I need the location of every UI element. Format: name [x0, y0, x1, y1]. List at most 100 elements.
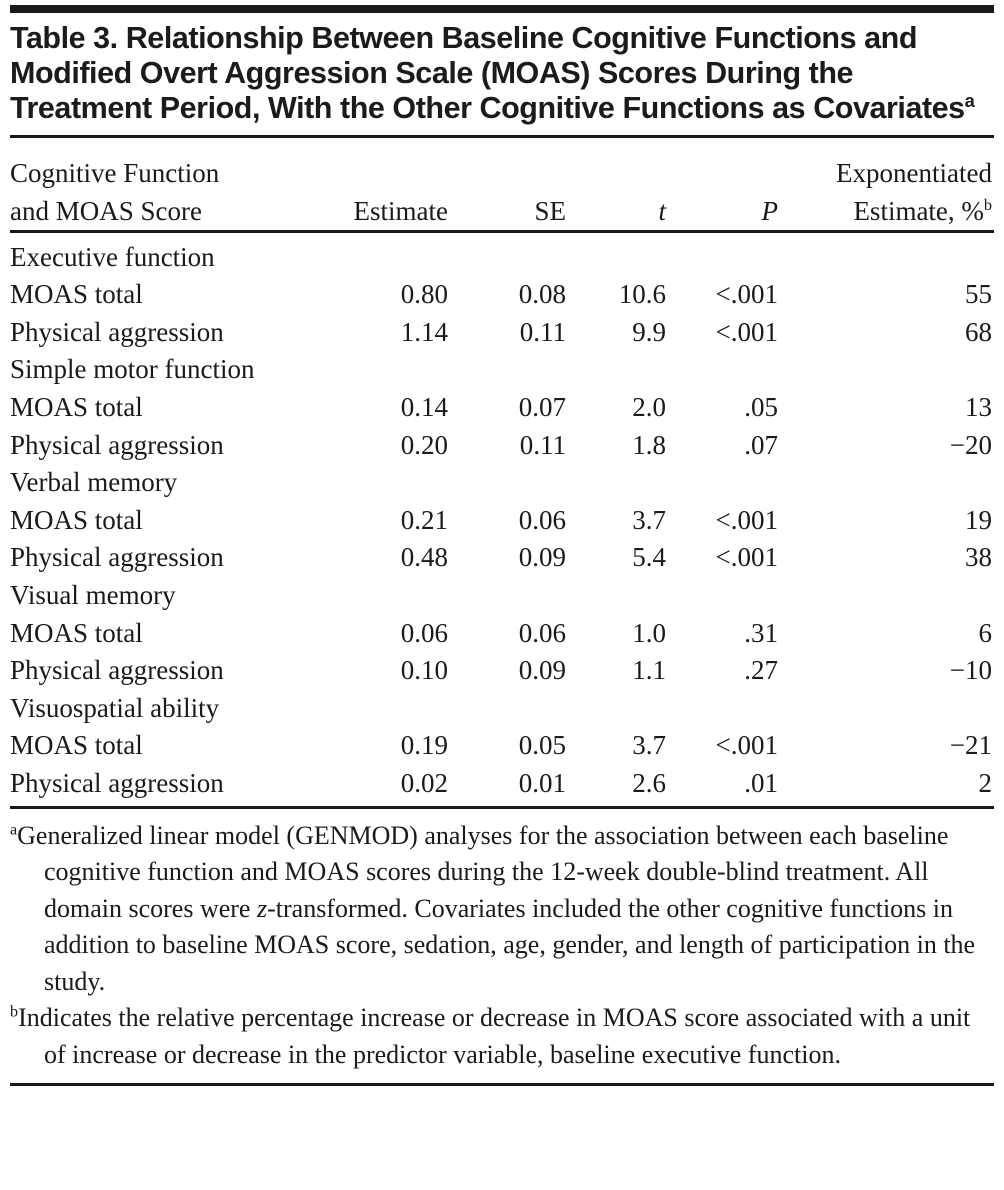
footnote-text-cont: -transformed. Covariates included the ot…	[44, 893, 976, 996]
cell-p: <.001	[715, 730, 778, 761]
table-group-row: Visual memory	[10, 571, 994, 609]
cell-se: 0.08	[518, 279, 566, 310]
cell-estimate: 0.19	[400, 730, 448, 761]
cell-exponentiated-estimate: 13	[965, 391, 992, 422]
cell-exponentiated-estimate: 19	[965, 504, 992, 535]
table-row: MOAS total 0.21 0.06 3.7 <.001 19	[10, 496, 994, 534]
cell-se: 0.11	[519, 316, 566, 347]
header-moas-score-line2: and MOAS Score	[10, 196, 202, 226]
cell-se: 0.06	[518, 504, 566, 535]
cell-estimate: 0.48	[400, 542, 448, 573]
cell-p: .31	[744, 617, 778, 648]
header-t-statistic: t	[658, 196, 666, 226]
cell-t: 3.7	[632, 504, 666, 535]
table-title: Table 3. Relationship Between Baseline C…	[10, 13, 994, 126]
rule-below-header	[10, 230, 994, 233]
row-label: MOAS total	[10, 730, 143, 761]
cell-t: 1.0	[632, 617, 666, 648]
footnote-text: Indicates the relative percentage increa…	[18, 1003, 971, 1069]
cell-estimate: 1.14	[400, 316, 448, 347]
rule-below-body	[10, 805, 994, 809]
header-row-line-1: Cognitive Function Exponentiated	[10, 138, 994, 187]
cell-p: .01	[744, 767, 778, 798]
table-group-row: Visuospatial ability	[10, 684, 994, 722]
header-exponentiated-line1: Exponentiated	[836, 158, 992, 188]
group-label: Verbal memory	[10, 467, 178, 498]
rule-top-border	[10, 5, 994, 13]
row-label: MOAS total	[10, 504, 143, 535]
cell-t: 2.6	[632, 767, 666, 798]
header-exponentiated-label: Estimate, %	[853, 196, 984, 226]
group-label: Simple motor function	[10, 354, 255, 385]
rule-bottom-border	[10, 1083, 994, 1087]
cell-t: 10.6	[618, 279, 666, 310]
group-label: Visuospatial ability	[10, 692, 220, 723]
header-p-value: P	[761, 196, 779, 226]
footnote-italic-term: z	[256, 893, 268, 923]
footnotes-block: aGeneralized linear model (GENMOD) analy…	[10, 809, 994, 1074]
cell-p: .27	[744, 655, 778, 686]
row-label: Physical aggression	[10, 542, 224, 573]
cell-se: 0.09	[518, 655, 566, 686]
cell-t: 1.8	[632, 429, 666, 460]
cell-estimate: 0.14	[400, 391, 448, 422]
group-label: Executive function	[10, 241, 215, 272]
results-table: Cognitive Function Exponentiated and MOA…	[10, 138, 994, 225]
cell-t: 2.0	[632, 391, 666, 422]
cell-estimate: 0.02	[400, 767, 448, 798]
row-label: MOAS total	[10, 279, 143, 310]
table-group-row: Verbal memory	[10, 459, 994, 497]
row-label: Physical aggression	[10, 655, 224, 686]
cell-estimate: 0.20	[400, 429, 448, 460]
header-exponentiated-footnote-marker: b	[983, 196, 992, 214]
header-exponentiated-line2: Estimate, %b	[778, 187, 994, 225]
group-label: Visual memory	[10, 579, 176, 610]
table-title-footnote-marker: a	[964, 89, 975, 111]
cell-t: 5.4	[632, 542, 666, 573]
table-row: MOAS total 0.06 0.06 1.0 .31 6	[10, 609, 994, 647]
cell-estimate: 0.21	[400, 504, 448, 535]
header-cognitive-function-line1: Cognitive Function	[10, 158, 220, 188]
cell-se: 0.06	[518, 617, 566, 648]
cell-p: <.001	[715, 542, 778, 573]
cell-se: 0.05	[518, 730, 566, 761]
row-label: Physical aggression	[10, 767, 224, 798]
cell-p: .05	[744, 391, 778, 422]
cell-exponentiated-estimate: −21	[949, 730, 992, 761]
cell-exponentiated-estimate: 38	[965, 542, 992, 573]
header-spacer-estimate	[340, 138, 448, 187]
cell-estimate: 0.06	[400, 617, 448, 648]
cell-estimate: 0.10	[400, 655, 448, 686]
cell-p: <.001	[715, 504, 778, 535]
footnote-text: Generalized linear model (GENMOD) analys…	[17, 820, 949, 923]
cell-p: <.001	[715, 279, 778, 310]
cell-se: 0.07	[518, 391, 566, 422]
cell-exponentiated-estimate: −20	[949, 429, 992, 460]
cell-exponentiated-estimate: −10	[949, 655, 992, 686]
cell-estimate: 0.80	[400, 279, 448, 310]
cell-t: 9.9	[632, 316, 666, 347]
cell-se: 0.09	[518, 542, 566, 573]
footnote-marker: b	[10, 1003, 19, 1021]
row-label: MOAS total	[10, 391, 143, 422]
header-spacer-se	[448, 138, 566, 187]
rule-below-title	[10, 135, 994, 138]
row-label: Physical aggression	[10, 429, 224, 460]
table-group-row: Simple motor function	[10, 346, 994, 384]
header-estimate: Estimate	[353, 196, 448, 226]
table-title-text: Table 3. Relationship Between Baseline C…	[10, 21, 965, 125]
cell-se: 0.11	[519, 429, 566, 460]
row-label: MOAS total	[10, 617, 143, 648]
table-row: MOAS total 0.19 0.05 3.7 <.001 −21	[10, 722, 994, 760]
cell-t: 3.7	[632, 730, 666, 761]
header-spacer-p	[666, 138, 778, 187]
cell-exponentiated-estimate: 6	[978, 617, 993, 648]
cell-p: <.001	[715, 316, 778, 347]
